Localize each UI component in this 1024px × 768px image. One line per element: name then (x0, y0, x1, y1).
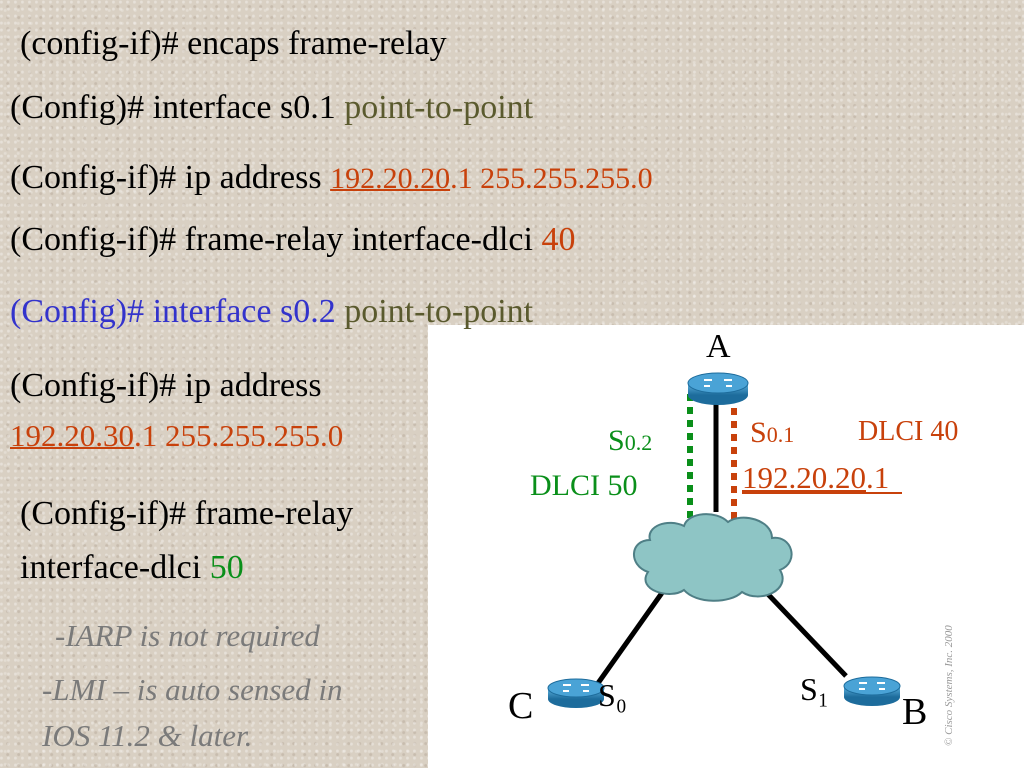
network-prefix: 192.20.20 (330, 162, 451, 195)
port-s0-c: S₀ (598, 677, 627, 713)
s02-letter: S (608, 424, 625, 457)
s01-number: 0.1 (767, 422, 795, 447)
dlci-value-50: 50 (209, 549, 244, 586)
port-s1-b: S₁ (800, 671, 829, 707)
s01-label: S0.1 (750, 416, 794, 449)
router-a-icon (687, 372, 749, 405)
config-line-interface-s01: (Config)# interface s0.1 point-to-point (10, 88, 533, 128)
cmd-interface-s02: (Config)# interface s0.2 (10, 293, 336, 330)
host-and-mask-b: .1 255.255.255.0 (134, 418, 344, 453)
dlci-40-label: DLCI 40 (858, 416, 958, 447)
note-iarp: -IARP is not required (55, 618, 320, 653)
point-to-point-label-2: point-to-point (344, 293, 534, 330)
note-ios: IOS 11.2 & later. (42, 718, 253, 753)
dlci-value-40: 40 (541, 221, 576, 258)
config-line-ip-value-b: 192.20.30.1 255.255.255.0 (10, 416, 343, 456)
cmd-interface-s01: (Config)# interface s0.1 (10, 89, 336, 126)
config-line-ip-address-b: (Config-if)# ip address (10, 367, 322, 404)
router-b-label: B (902, 691, 927, 733)
config-line-dlci-40: (Config-if)# frame-relay interface-dlci … (10, 220, 575, 260)
ip-prefix-a: 192.20.20 (742, 460, 866, 495)
config-line-interface-s02: (Config)# interface s0.2 point-to-point (10, 292, 533, 332)
config-line-ip-address-a: (Config-if)# ip address 192.20.20.1 255.… (10, 158, 653, 199)
cmd-ip-address: (Config-if)# ip address (10, 159, 322, 196)
config-line-frame-relay: (Config-if)# frame-relay (20, 495, 354, 532)
network-prefix-b: 192.20.30 (10, 418, 134, 453)
cmd-interface-dlci: interface-dlci (20, 549, 202, 586)
router-b-icon (843, 676, 901, 706)
config-line-dlci-50: interface-dlci 50 (20, 548, 244, 588)
cmd-frame-relay-dlci: (Config-if)# frame-relay interface-dlci (10, 221, 533, 258)
link-cloud-b (762, 588, 848, 678)
s02-label: S0.2 (608, 424, 652, 457)
s01-letter: S (750, 416, 767, 449)
copyright-text: © Cisco Systems, Inc. 2000 (943, 625, 955, 746)
note-lmi: -LMI – is auto sensed in (42, 672, 343, 707)
router-a-label: A (706, 328, 731, 365)
ip-host-a: .1 (866, 460, 889, 495)
host-and-mask: .1 255.255.255.0 (450, 162, 653, 195)
s02-number: 0.2 (625, 430, 653, 455)
config-line-encaps: (config-if)# encaps frame-relay (20, 25, 447, 62)
router-c-icon (547, 678, 605, 708)
dlci-50-label: DLCI 50 (530, 469, 638, 502)
link-cloud-c (593, 588, 667, 688)
frame-relay-cloud-icon (633, 513, 793, 602)
point-to-point-label: point-to-point (344, 89, 534, 126)
ip-address-a: 192.20.20.1 (742, 460, 889, 495)
router-c-label: C (508, 685, 533, 727)
